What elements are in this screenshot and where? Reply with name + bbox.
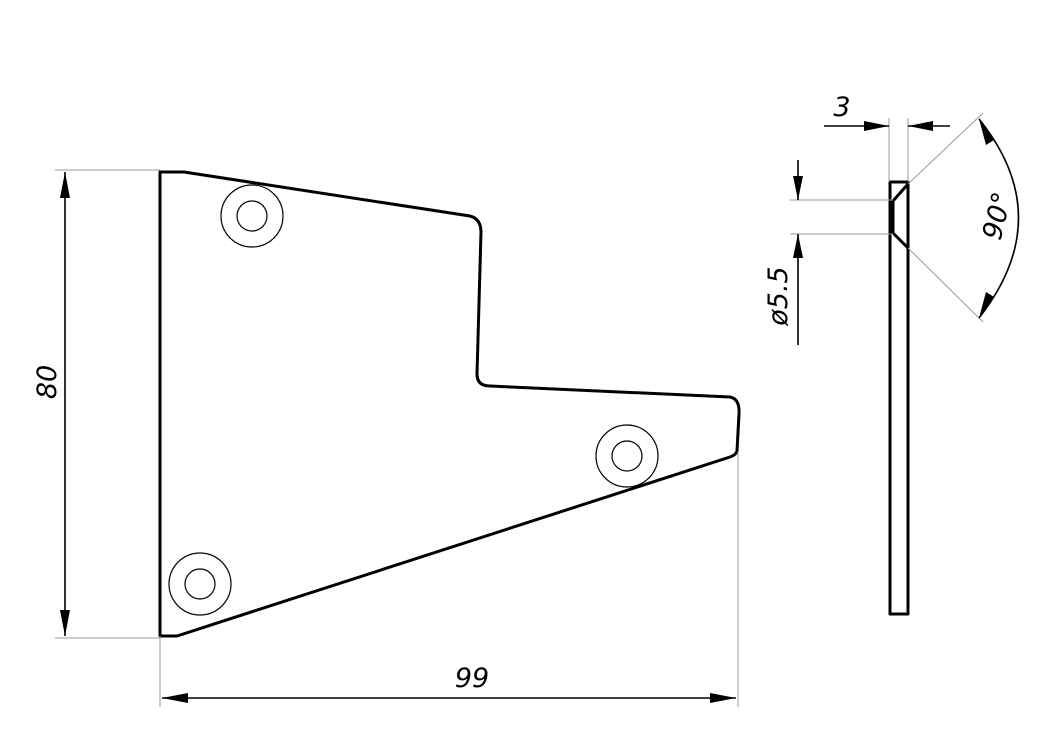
dimension-thickness: 3 <box>824 92 950 182</box>
dimension-height: 80 <box>32 169 160 639</box>
arrow-lower <box>979 292 994 318</box>
countersink-angle-label: 90° <box>977 189 1019 243</box>
arrow-right <box>864 121 889 131</box>
arrow-up <box>60 172 70 198</box>
arrow-down <box>60 610 70 636</box>
side-view <box>888 180 910 616</box>
dimension-hole-diameter: ø5.5 <box>763 160 893 345</box>
hole-circle <box>611 440 643 472</box>
dimension-countersink-angle: 90° <box>907 112 1020 323</box>
hole-top-left <box>220 184 284 248</box>
extension-line-upper <box>907 112 984 185</box>
plate-outline <box>158 170 741 638</box>
angle-arc <box>978 118 1020 319</box>
height-label: 80 <box>32 365 63 399</box>
dimension-width: 99 <box>159 452 739 707</box>
arrow-left <box>908 121 933 131</box>
countersink-circle <box>595 424 659 488</box>
thickness-label: 3 <box>833 92 850 123</box>
arrow-up <box>793 234 803 258</box>
plate-edge <box>888 180 910 616</box>
countersink-circle <box>168 552 232 616</box>
width-label: 99 <box>455 663 489 694</box>
hole-bottom-left <box>168 552 232 616</box>
arrow-left <box>162 693 188 703</box>
arrow-right <box>710 693 736 703</box>
hole-circle <box>236 200 268 232</box>
arrow-down <box>793 176 803 200</box>
extension-line-lower <box>907 247 984 323</box>
arrow-upper <box>979 119 994 145</box>
hole-diameter-label: ø5.5 <box>763 266 794 326</box>
countersink-profile <box>891 182 910 250</box>
front-view <box>158 170 741 638</box>
countersink-circle <box>220 184 284 248</box>
hole-right <box>595 424 659 488</box>
hole-circle <box>184 568 216 600</box>
